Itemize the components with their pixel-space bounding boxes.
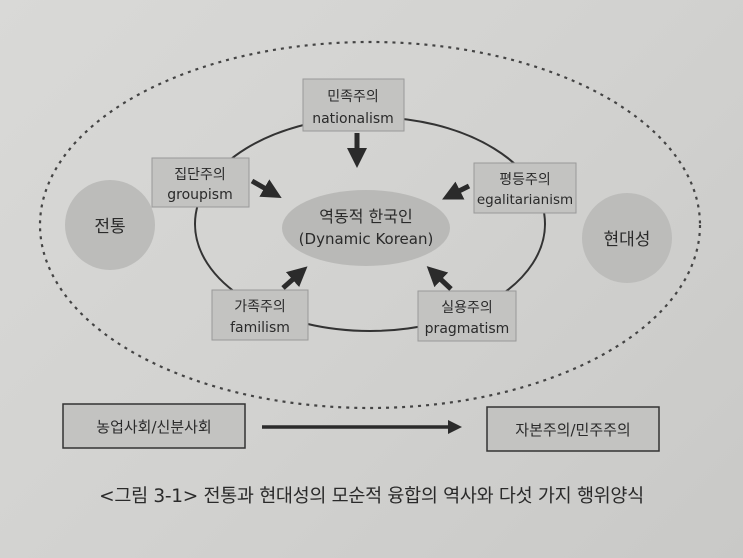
arrow-pragmatism — [426, 266, 453, 291]
value-box-familism: 가족주의 familism — [211, 289, 309, 341]
value-ko: 실용주의 — [441, 300, 493, 316]
modernity-circle — [582, 193, 672, 283]
modernity-label: 현대성 — [604, 230, 651, 250]
value-box-groupism: 집단주의 groupism — [151, 157, 250, 208]
value-box-egalitarianism: 평등주의 egalitarianism — [473, 162, 577, 214]
arrow-egalitarianism — [442, 181, 471, 200]
value-ko: 가족주의 — [234, 299, 286, 315]
to-society-label: 자본주의/민주주의 — [515, 421, 630, 439]
tradition-circle — [65, 180, 155, 270]
value-en: egalitarianism — [477, 192, 573, 208]
arrow-groupism — [250, 178, 282, 198]
from-society-box: 농업사회/신분사회 — [62, 403, 246, 449]
value-en: groupism — [167, 187, 232, 203]
figure-caption: <그림 3-1> 전통과 현대성의 모순적 융합의 역사와 다섯 가지 행위양식 — [99, 486, 644, 507]
value-ko: 집단주의 — [174, 167, 226, 183]
center-label-ko: 역동적 한국인 — [319, 207, 412, 226]
tradition-label: 전통 — [94, 217, 125, 237]
value-ko: 평등주의 — [499, 172, 551, 188]
value-box-pragmatism: 실용주의 pragmatism — [417, 290, 517, 342]
arrow-familism — [281, 266, 308, 290]
value-en: pragmatism — [425, 321, 510, 337]
value-en: familism — [230, 320, 290, 336]
center-label-en: (Dynamic Korean) — [299, 230, 434, 248]
to-society-box: 자본주의/민주주의 — [486, 406, 660, 452]
arrows — [250, 133, 471, 434]
value-box-nationalism: 민족주의 nationalism — [302, 78, 405, 132]
value-ko: 민족주의 — [327, 89, 379, 105]
from-society-label: 농업사회/신분사회 — [96, 418, 211, 436]
center-ellipse — [282, 190, 450, 266]
outer-dashed-ellipse — [38, 40, 702, 410]
value-en: nationalism — [312, 111, 394, 127]
